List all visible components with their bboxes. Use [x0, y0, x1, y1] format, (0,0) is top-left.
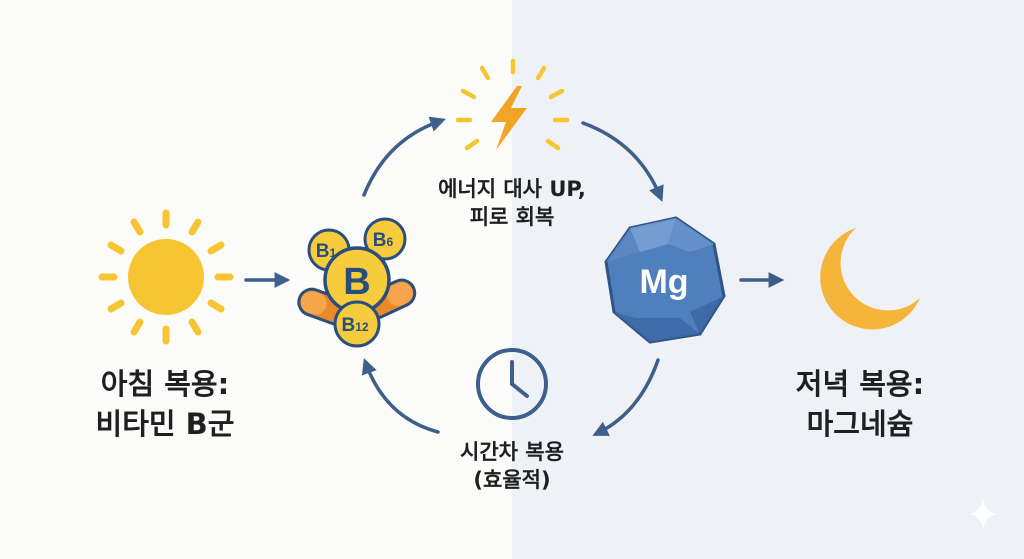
evening-label-line1: 저녁 복용: [795, 367, 925, 401]
arrow-vitamin-to-energy [362, 116, 446, 197]
timing-label-line1: 시간차 복용 [460, 440, 564, 464]
sun-icon [98, 209, 234, 345]
vitamin-b6-subscript: 6 [387, 235, 394, 249]
vitamin-b6-letter: B [373, 230, 387, 251]
energy-label-line1: 에너지 대사 UP, [438, 177, 586, 201]
vitamin-b-main-letter: B [343, 261, 370, 303]
vitamin-b12-letter: B [341, 315, 355, 336]
energy-label: 에너지 대사 UP, 피로 회복 [412, 175, 612, 231]
arrow-energy-to-magnesium [581, 121, 664, 202]
evening-label: 저녁 복용: 마그네슘 [785, 364, 935, 444]
vitamin-b1-subscript: 1 [330, 246, 337, 260]
morning-label-line1: 아침 복용: [100, 367, 230, 401]
morning-label-line2: 비타민 B군 [95, 407, 235, 441]
vitamin-b12-coin: B12 [333, 300, 381, 348]
svg-text:B1: B1 [316, 241, 337, 262]
timing-label: 시간차 복용 (효율적) [422, 438, 602, 494]
energy-label-line2: 피로 회복 [469, 205, 555, 229]
clock-icon [476, 348, 548, 420]
lightning-bolt-icon [455, 58, 570, 151]
vitamin-b-main-coin: B [323, 246, 391, 314]
arrow-magnesium-to-timing [592, 358, 660, 436]
timing-label-line2: (효율적) [473, 468, 551, 492]
sparkle-icon [969, 498, 997, 530]
vitamin-b12-subscript: 12 [355, 320, 369, 334]
svg-text:B12: B12 [341, 315, 368, 336]
morning-label: 아침 복용: 비타민 B군 [90, 364, 240, 444]
arrow-timing-to-vitamin [361, 358, 440, 434]
vitamin-b1-letter: B [316, 241, 330, 262]
vitamin-b-pills-icon: B1 B6 B B12 [297, 217, 417, 348]
crescent-moon-icon [820, 228, 920, 330]
magnesium-crystal-icon: Mg [604, 216, 726, 344]
vitamin-b6-coin: B6 [363, 217, 407, 261]
svg-text:B6: B6 [373, 230, 394, 251]
magnesium-symbol: Mg [639, 263, 688, 301]
evening-label-line2: 마그네슘 [806, 407, 914, 441]
